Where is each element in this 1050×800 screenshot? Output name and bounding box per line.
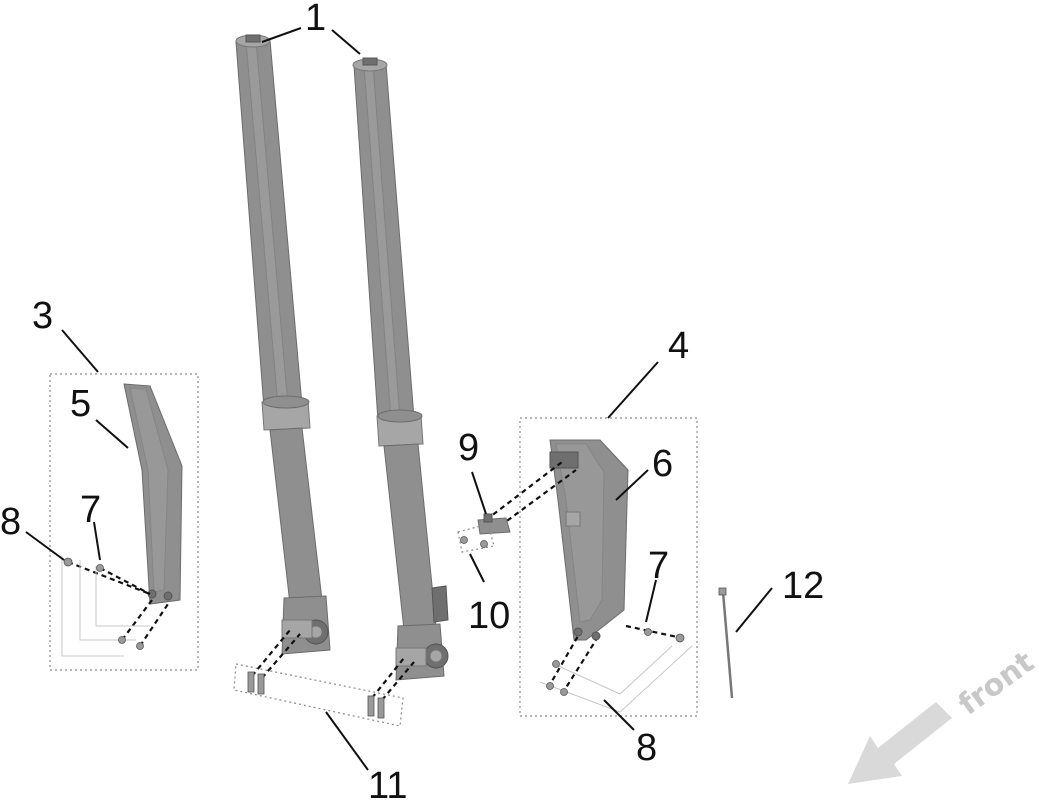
callout-3: 3 (32, 295, 53, 337)
fork-guard-right-assembly (485, 417, 698, 717)
callout-9: 9 (458, 427, 479, 469)
callout-7-right: 7 (648, 545, 669, 587)
fork-leg-right (352, 57, 449, 681)
leader-lines (25, 27, 773, 771)
fork-guard-left-assembly (49, 373, 199, 671)
callout-5: 5 (70, 383, 91, 425)
callout-8-right: 8 (636, 727, 657, 769)
axle-clamp-bolts (233, 629, 415, 727)
callout-1: 1 (305, 0, 326, 39)
callout-10: 10 (468, 595, 510, 637)
callout-11: 11 (368, 765, 407, 800)
callout-7-left: 7 (80, 489, 101, 531)
front-arrow-icon (848, 702, 952, 784)
fork-leg-left (235, 34, 331, 655)
front-label: front (952, 645, 1041, 723)
callout-numbers: 1 3 5 8 7 4 9 6 7 12 10 8 11 (0, 0, 824, 800)
callout-8-left: 8 (0, 501, 21, 543)
front-direction-indicator: front (848, 645, 1041, 784)
brake-line-clip-assembly (457, 513, 511, 553)
callout-12: 12 (782, 565, 824, 607)
callout-4: 4 (668, 325, 689, 367)
cable-tie (718, 587, 734, 699)
callout-6: 6 (652, 443, 673, 485)
